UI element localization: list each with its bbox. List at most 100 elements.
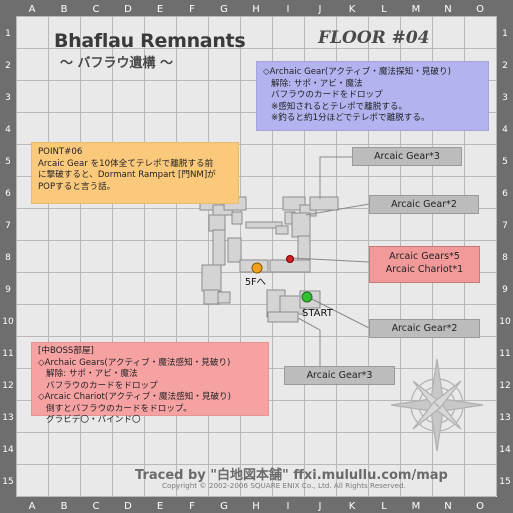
row-label: 15 (2, 477, 13, 487)
row-header-right (497, 0, 513, 513)
note-line: ◇Archaic Gear(アクティブ・魔法探知・見破り) (263, 67, 451, 77)
corridor (217, 291, 231, 304)
row-label: 3 (5, 93, 11, 103)
dungeon-layout (199, 196, 339, 323)
corridor (291, 212, 311, 238)
row-label: 12 (2, 381, 13, 391)
row-label: 15 (499, 477, 510, 487)
note-line: ◇Archaic Gears(アクティブ・魔法感知・見破り) (38, 357, 231, 368)
corridor (208, 214, 226, 232)
callout-line: Arcaic Gears*5 (389, 251, 460, 262)
column-label: M (412, 4, 421, 15)
compass-rose (390, 358, 484, 452)
row-label: 13 (499, 413, 510, 423)
row-label: 4 (502, 125, 508, 135)
row-label: 6 (5, 189, 11, 199)
column-label: G (220, 501, 228, 512)
callout-gear-upper: Arcaic Gear*2 (369, 195, 479, 214)
column-label: D (124, 4, 132, 15)
note-line: Arcaic Gear を10体全てテレポで離脱する前 (38, 158, 214, 169)
row-label: 8 (502, 253, 508, 263)
row-label: 7 (502, 221, 508, 231)
note-line: POINT#06 (38, 147, 83, 157)
row-label: 2 (5, 61, 11, 71)
column-label: N (444, 4, 451, 15)
column-label: F (189, 501, 195, 512)
callout-gear-bottom: Arcaic Gear*3 (284, 366, 395, 385)
row-label: 8 (5, 253, 11, 263)
corridor (231, 211, 243, 225)
row-label: 4 (5, 125, 11, 135)
floor-label: FLOOR #04 (318, 28, 430, 48)
row-label: 12 (499, 381, 510, 391)
callout-line (291, 257, 370, 263)
corridor (245, 221, 283, 229)
callout-line (305, 203, 370, 216)
row-header-left (0, 0, 16, 513)
note-line: バフラウのカードをドロップ (46, 380, 158, 391)
note-line: POPすると言う話。 (38, 181, 116, 192)
boss-room-note: [中BOSS部屋] ◇Archaic Gears(アクティブ・魔法感知・見破り)… (31, 342, 269, 425)
column-label: A (29, 501, 36, 512)
column-label: H (252, 4, 260, 15)
column-label: J (318, 501, 322, 512)
callout-gear-top: Arcaic Gear*3 (352, 147, 462, 166)
column-label: O (476, 4, 484, 15)
stairs-label: 5Fへ (245, 277, 267, 288)
map-subtitle: 〜 バフラウ遺構 〜 (60, 56, 174, 71)
column-label: A (29, 4, 36, 15)
column-label: E (157, 501, 163, 512)
note-line: ◇Arcaic Chariot(アクティブ・魔法感知・見破り) (38, 392, 232, 402)
point-note: POINT#06 Arcaic Gear を10体全てテレポで離脱する前 に撃破… (31, 142, 239, 204)
boss-marker (286, 255, 294, 263)
column-label: G (220, 4, 228, 15)
callout-gear-lower: Arcaic Gear*2 (369, 319, 480, 338)
row-label: 9 (5, 285, 11, 295)
row-label: 2 (502, 61, 508, 71)
callout-line: Arcaic Chariot*1 (385, 264, 464, 275)
start-marker (301, 291, 313, 303)
row-label: 7 (5, 221, 11, 231)
note-line: 倒すとバフラウのカードをドロップ。 (46, 403, 192, 414)
row-label: 3 (502, 93, 508, 103)
row-label: 9 (502, 285, 508, 295)
note-line: [中BOSS部屋] (38, 346, 94, 356)
row-label: 14 (2, 445, 14, 455)
row-label: 11 (499, 349, 510, 359)
callout-lines (291, 156, 370, 366)
note-line: ※感知されるとテレポで離脱する。 (271, 101, 408, 112)
column-label: M (412, 501, 421, 512)
corridor (201, 264, 222, 292)
row-label: 5 (5, 157, 11, 167)
note-line: ※釣ると約1分ほどでテレポで離脱する。 (271, 113, 430, 123)
column-label: O (476, 501, 484, 512)
corridor (227, 237, 242, 263)
row-label: 14 (499, 445, 511, 455)
column-label: L (381, 4, 387, 15)
column-label: K (349, 4, 356, 15)
corridor (309, 196, 339, 211)
column-label: F (189, 4, 195, 15)
column-label: N (444, 501, 451, 512)
start-label: START (302, 308, 333, 319)
note-line: バフラウのカードをドロップ (271, 90, 383, 100)
callout-line (305, 295, 370, 329)
footer-credit: Traced by "白地図本舗" ffxi.mulullu.com/map (135, 468, 448, 483)
row-label: 11 (2, 349, 13, 359)
column-label: I (287, 501, 290, 512)
note-line: 解除: サポ・アビ・魔法 (271, 78, 363, 89)
map-title: Bhaflau Remnants (54, 30, 246, 52)
note-line: に撃破すると、Dormant Rampart [門NM]が (38, 170, 216, 180)
row-label: 13 (2, 413, 13, 423)
row-label: 10 (499, 317, 511, 327)
column-label: D (124, 501, 132, 512)
footer-copyright: Copyright © 2002-2006 SQUARE ENIX Co., L… (162, 481, 406, 490)
column-label: K (349, 501, 356, 512)
row-label: 10 (2, 317, 14, 327)
row-label: 6 (502, 189, 508, 199)
column-header-bottom (0, 497, 513, 513)
callout-line (319, 156, 352, 199)
column-label: B (61, 4, 68, 15)
column-label: L (381, 501, 387, 512)
